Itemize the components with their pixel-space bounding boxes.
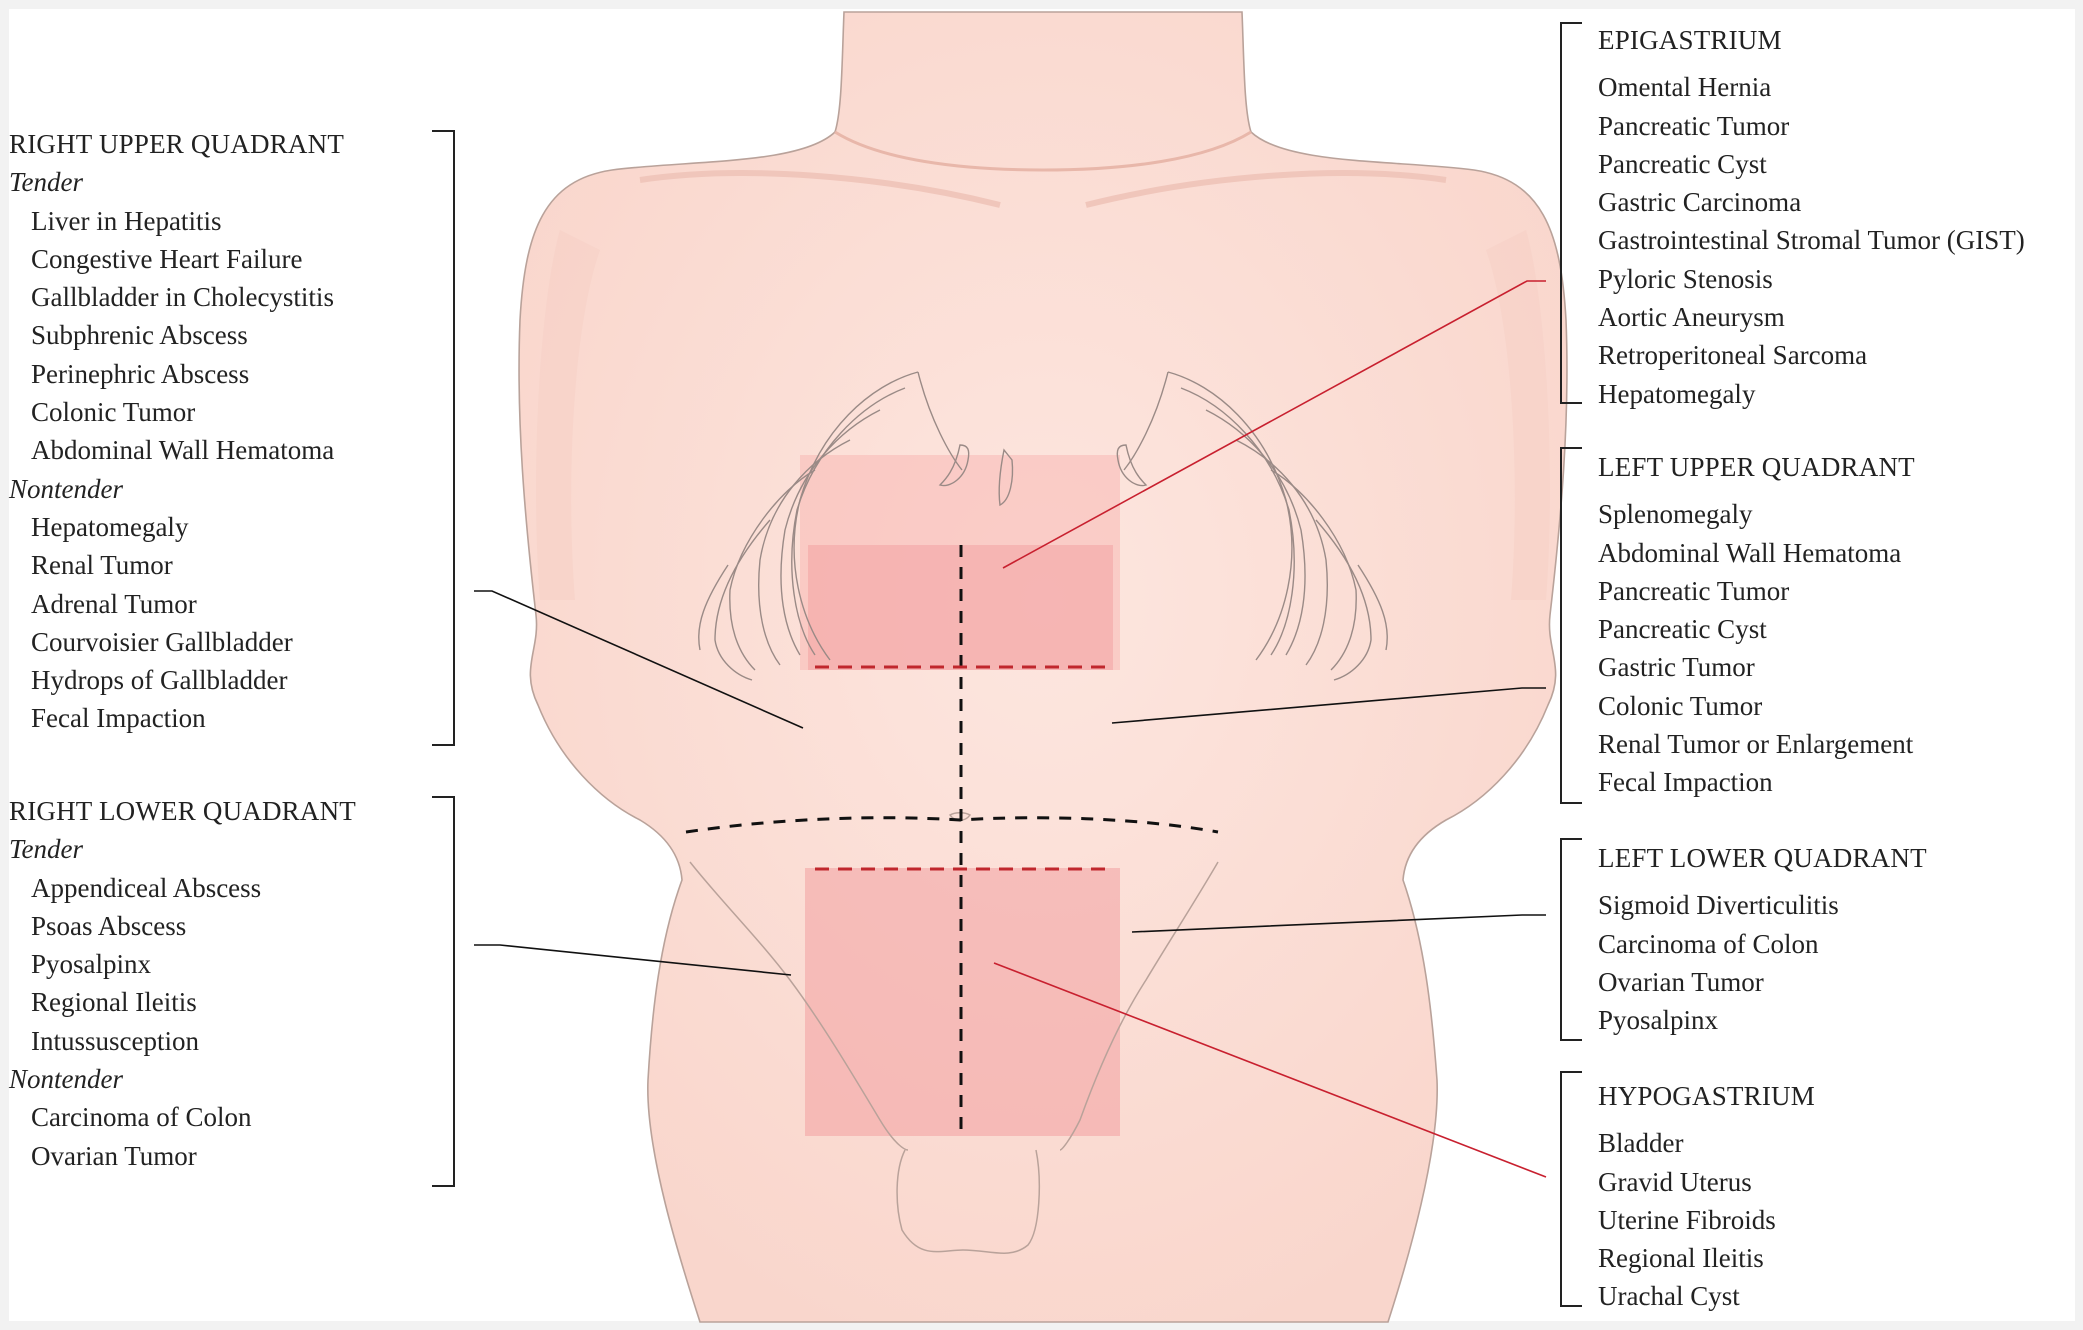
nontender-label: Nontender	[9, 1064, 123, 1095]
list-item: Urachal Cyst	[1598, 1281, 1740, 1312]
list-item: Hepatomegaly	[31, 511, 189, 542]
list-item: Gastrointestinal Stromal Tumor (GIST)	[1598, 225, 2025, 256]
epigastric-core-shade	[808, 545, 1113, 670]
list-item: Adrenal Tumor	[31, 588, 197, 619]
bracket-hypogastrium	[1560, 1071, 1582, 1307]
group-heading: LEFT LOWER QUADRANT	[1598, 843, 1927, 873]
list-item: Colonic Tumor	[31, 397, 196, 428]
umbilical-horizontal-dashed	[685, 816, 1219, 834]
list-item: Colonic Tumor	[1598, 690, 1763, 721]
list-item: Pancreatic Cyst	[1598, 614, 1767, 645]
hypogastrium-list: HYPOGASTRIUM Bladder Gravid Uterus Uteri…	[1598, 1077, 1815, 1316]
list-item: Retroperitoneal Sarcoma	[1598, 340, 1868, 371]
list-item: Subphrenic Abscess	[31, 320, 248, 351]
leader-hypogastrium	[993, 962, 1547, 1178]
leader-right-lower-quadrant	[474, 944, 792, 976]
list-item: Aortic Aneurysm	[1598, 302, 1785, 333]
list-item: Pancreatic Tumor	[1598, 110, 1790, 141]
list-item: Carcinoma of Colon	[1598, 928, 1819, 959]
list-item: Psoas Abscess	[31, 910, 187, 941]
list-item: Pancreatic Tumor	[1598, 575, 1790, 606]
list-item: Courvoisier Gallbladder	[31, 626, 293, 657]
list-item: Pyosalpinx	[1598, 1005, 1719, 1036]
list-item: Sigmoid Diverticulitis	[1598, 890, 1839, 921]
right-lower-quadrant-list: RIGHT LOWER QUADRANT Tender Appendiceal …	[9, 792, 356, 1175]
list-item: Bladder	[1598, 1128, 1684, 1159]
bracket-left-lower-quadrant	[1560, 838, 1582, 1041]
group-heading: EPIGASTRIUM	[1598, 25, 1782, 55]
right-arm	[536, 230, 600, 600]
rib-cage	[698, 371, 1388, 681]
region-divider-lines	[685, 545, 1219, 1138]
group-brackets	[432, 22, 1582, 1307]
list-item: Gallbladder in Cholecystitis	[31, 282, 334, 313]
list-item: Appendiceal Abscess	[31, 872, 262, 903]
list-item: Renal Tumor	[31, 550, 173, 581]
clavicle-contour	[639, 170, 1447, 208]
tender-label: Tender	[9, 834, 84, 865]
list-item: Congestive Heart Failure	[31, 243, 303, 274]
tender-label: Tender	[9, 167, 84, 198]
group-heading: RIGHT LOWER QUADRANT	[9, 796, 356, 826]
leader-left-lower-quadrant	[1131, 914, 1546, 933]
list-item: Splenomegaly	[1598, 499, 1753, 530]
bracket-left-upper-quadrant	[1560, 447, 1582, 804]
list-item: Pancreatic Cyst	[1598, 148, 1767, 179]
right-upper-quadrant-list: RIGHT UPPER QUADRANT Tender Liver in Hep…	[9, 125, 344, 738]
list-item: Gastric Tumor	[1598, 652, 1755, 683]
group-heading: HYPOGASTRIUM	[1598, 1081, 1815, 1111]
list-item: Pyloric Stenosis	[1598, 263, 1773, 294]
list-item: Ovarian Tumor	[31, 1140, 197, 1171]
list-item: Gastric Carcinoma	[1598, 187, 1802, 218]
list-item: Perinephric Abscess	[31, 358, 250, 389]
list-item: Carcinoma of Colon	[31, 1102, 252, 1133]
left-arm	[1486, 230, 1550, 600]
left-upper-quadrant-list: LEFT UPPER QUADRANT Splenomegaly Abdomin…	[1598, 448, 1915, 802]
leader-right-upper-quadrant	[474, 590, 804, 729]
group-heading: RIGHT UPPER QUADRANT	[9, 129, 345, 159]
list-item: Fecal Impaction	[1598, 767, 1773, 798]
list-item: Omental Hernia	[1598, 72, 1772, 103]
list-item: Hepatomegaly	[1598, 378, 1756, 409]
bracket-right-upper-quadrant	[432, 130, 455, 746]
list-item: Abdominal Wall Hematoma	[31, 435, 335, 466]
list-item: Hydrops of Gallbladder	[31, 665, 288, 696]
nontender-label: Nontender	[9, 473, 123, 504]
leader-left-upper-quadrant	[1111, 687, 1546, 724]
left-lower-quadrant-list: LEFT LOWER QUADRANT Sigmoid Diverticulit…	[1598, 839, 1927, 1039]
bracket-right-lower-quadrant	[432, 796, 455, 1187]
list-item: Renal Tumor or Enlargement	[1598, 729, 1914, 760]
hypogastric-region-shade	[805, 868, 1120, 1136]
leader-epigastrium	[1002, 280, 1546, 569]
list-item: Liver in Hepatitis	[31, 205, 222, 236]
group-heading: LEFT UPPER QUADRANT	[1598, 452, 1915, 482]
list-item: Uterine Fibroids	[1598, 1204, 1776, 1235]
list-item: Abdominal Wall Hematoma	[1598, 537, 1902, 568]
body-contours	[689, 812, 1219, 1255]
list-item: Regional Ileitis	[1598, 1243, 1764, 1274]
list-item: Pyosalpinx	[31, 949, 152, 980]
list-item: Intussusception	[31, 1025, 199, 1056]
list-item: Regional Ileitis	[31, 987, 197, 1018]
leader-lines	[474, 280, 1547, 1178]
list-item: Gravid Uterus	[1598, 1166, 1752, 1197]
neck-contour	[834, 130, 1252, 172]
list-item: Ovarian Tumor	[1598, 966, 1764, 997]
list-item: Fecal Impaction	[31, 703, 206, 734]
bracket-epigastrium	[1560, 22, 1582, 404]
epigastrium-list: EPIGASTRIUM Omental Hernia Pancreatic Tu…	[1598, 21, 2025, 413]
